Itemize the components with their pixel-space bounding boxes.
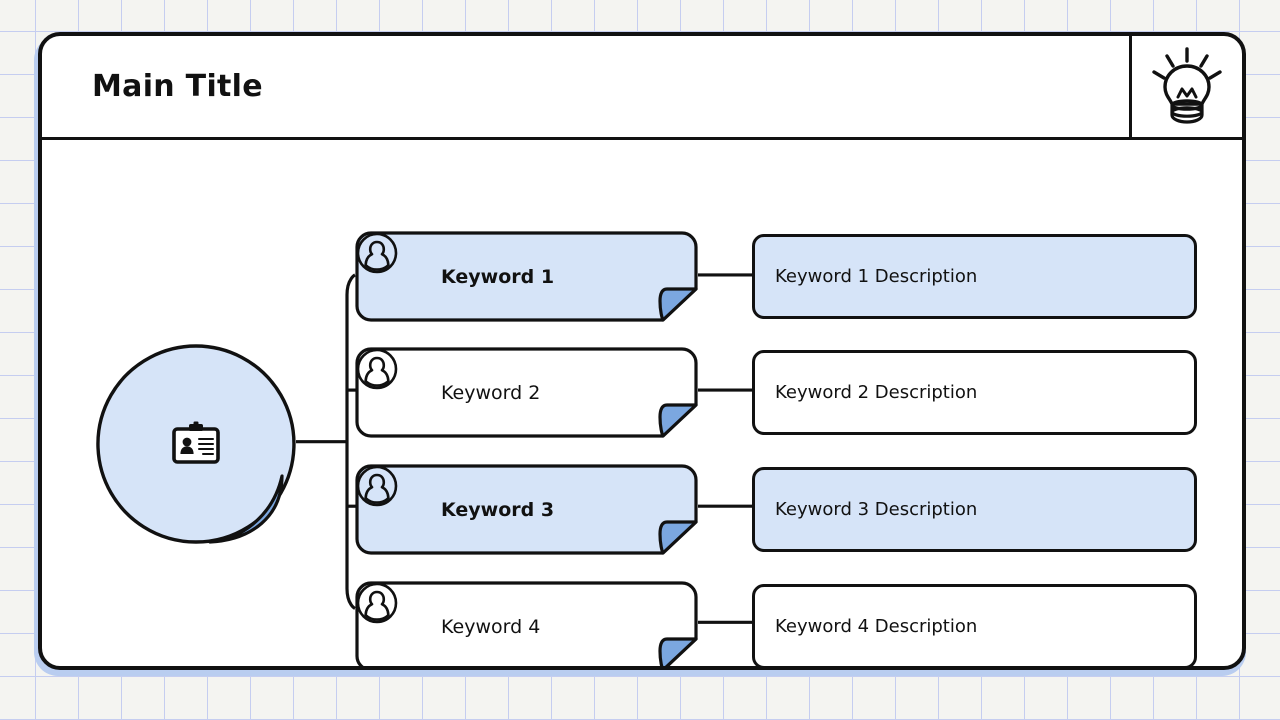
lightbulb-icon (1150, 45, 1224, 129)
description-box-1[interactable]: Keyword 1 Description (752, 234, 1197, 319)
root-node[interactable] (96, 344, 296, 544)
keyword-label: Keyword 2 (441, 381, 541, 404)
description-label: Keyword 3 Description (775, 499, 978, 520)
keyword-label: Keyword 4 (441, 615, 541, 638)
description-label: Keyword 1 Description (775, 266, 978, 287)
keyword-card-2[interactable]: Keyword 2 (355, 347, 698, 438)
id-badge-icon (167, 421, 225, 467)
header-icon-cell (1132, 36, 1242, 137)
person-circle-icon (356, 582, 421, 649)
header-divider (1129, 36, 1132, 137)
description-label: Keyword 4 Description (775, 616, 978, 637)
diagram-canvas: Keyword 1 Keyword 2 (42, 140, 1242, 666)
person-circle-icon (356, 348, 421, 415)
description-box-3[interactable]: Keyword 3 Description (752, 467, 1197, 552)
description-box-2[interactable]: Keyword 2 Description (752, 350, 1197, 435)
keyword-card-4[interactable]: Keyword 4 (355, 581, 698, 666)
keyword-card-1[interactable]: Keyword 1 (355, 231, 698, 322)
panel-header: Main Title (42, 36, 1242, 140)
main-panel: Main Title (38, 32, 1246, 670)
keyword-label: Keyword 1 (441, 265, 555, 288)
keyword-card-3[interactable]: Keyword 3 (355, 464, 698, 555)
page-title: Main Title (92, 69, 263, 104)
description-label: Keyword 2 Description (775, 382, 978, 403)
keyword-label: Keyword 3 (441, 498, 555, 521)
header-title-cell: Main Title (42, 36, 1129, 137)
person-circle-icon (356, 232, 421, 299)
person-circle-icon (356, 465, 421, 532)
description-box-4[interactable]: Keyword 4 Description (752, 584, 1197, 666)
